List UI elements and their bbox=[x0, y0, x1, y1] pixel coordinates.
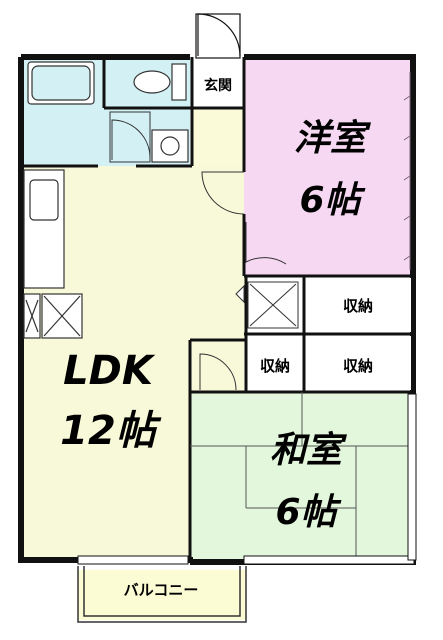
western-room-area bbox=[244, 58, 412, 276]
western-room-name: 洋室 bbox=[294, 118, 371, 159]
entrance-label: 玄関 bbox=[204, 77, 232, 94]
storage-label-2: 収納 bbox=[260, 357, 290, 375]
bath-door-icon bbox=[109, 111, 151, 163]
ldk-size: 12帖 bbox=[60, 408, 162, 454]
ldk-area-right bbox=[190, 276, 246, 340]
western-room-size: 6帖 bbox=[299, 180, 366, 221]
japanese-room-area bbox=[190, 392, 412, 560]
tatami-lines bbox=[190, 392, 413, 560]
balcony-label: バルコニー bbox=[124, 581, 199, 599]
balcony-area bbox=[78, 570, 246, 620]
kitchen-counter-icon bbox=[23, 169, 83, 339]
storage-box-1 bbox=[306, 278, 411, 332]
washbasin-icon bbox=[151, 129, 189, 163]
door-arcs bbox=[199, 171, 287, 391]
interior-walls bbox=[21, 57, 413, 562]
balcony-outline bbox=[77, 566, 247, 623]
storage-box-3 bbox=[248, 342, 302, 390]
front-door bbox=[195, 13, 241, 59]
windows bbox=[77, 393, 417, 565]
storage-label-1: 収納 bbox=[343, 297, 373, 315]
storage-box-2 bbox=[306, 336, 411, 390]
japanese-room-size: 6帖 bbox=[275, 492, 342, 533]
hall-floor bbox=[192, 108, 244, 170]
western-room-hatch bbox=[403, 72, 411, 270]
bathtub-icon bbox=[27, 61, 95, 105]
ldk-name: LDK bbox=[63, 348, 156, 394]
entrance-floor bbox=[192, 58, 244, 108]
utility-box-icon bbox=[247, 281, 299, 329]
toilet-icon bbox=[133, 63, 187, 101]
storage-label-3: 収納 bbox=[343, 357, 373, 375]
japanese-room-name: 和室 bbox=[270, 430, 347, 471]
